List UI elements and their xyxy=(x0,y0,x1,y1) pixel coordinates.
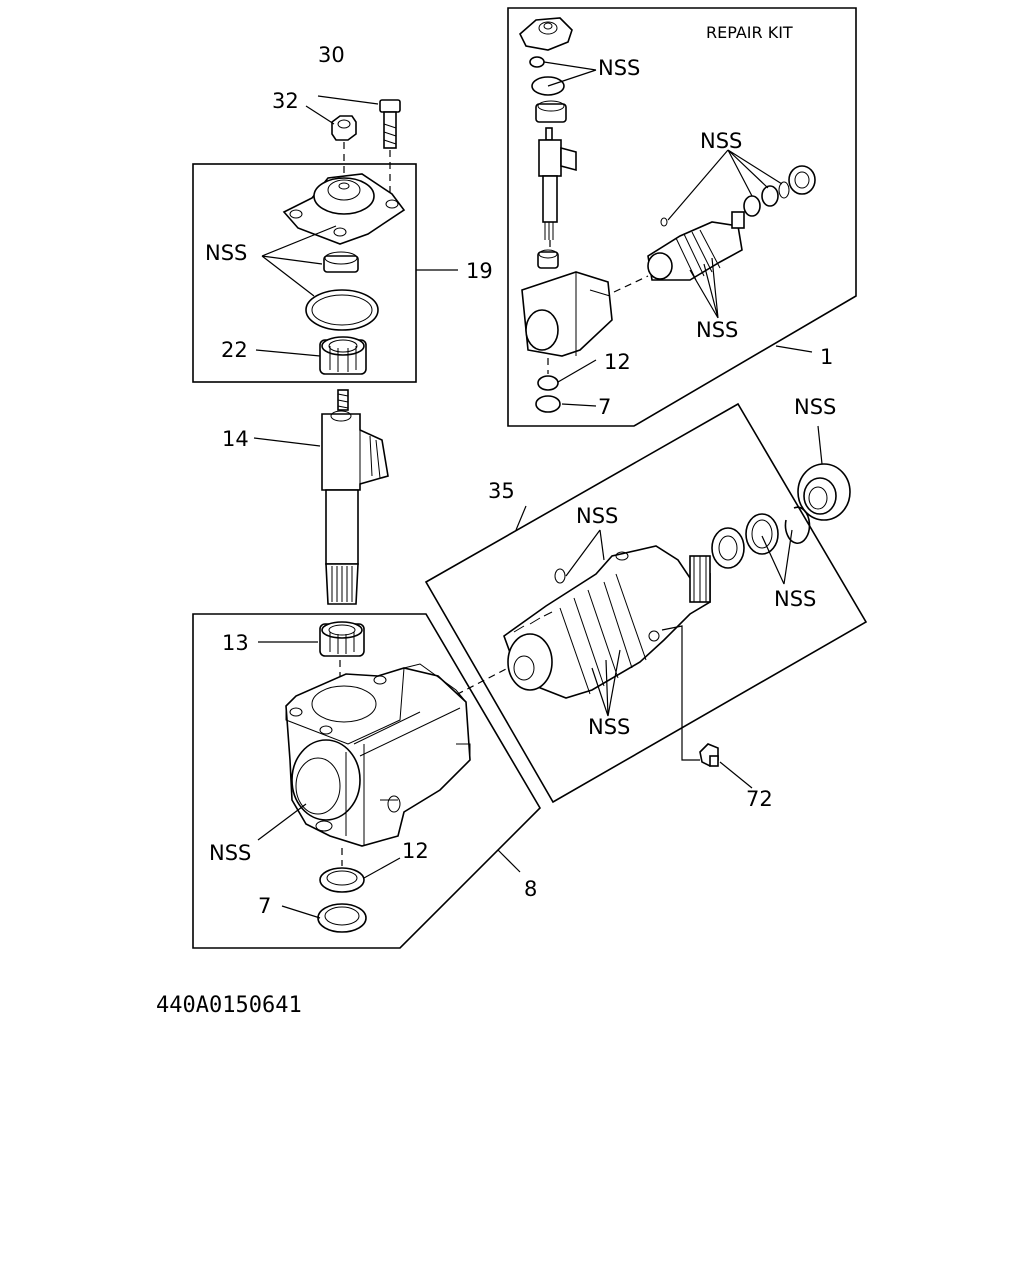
label-nss-valve-upper: NSS xyxy=(576,504,618,528)
label-nss-cover: NSS xyxy=(205,241,247,265)
kit-seal-12-mini xyxy=(537,375,559,391)
kit-cover-mini xyxy=(519,17,573,51)
bearing-22 xyxy=(319,336,367,375)
label-14: 14 xyxy=(222,427,249,451)
o-ring-cover xyxy=(305,289,379,331)
bolt-30 xyxy=(379,99,401,149)
kit-seal-7-mini xyxy=(535,395,561,413)
kit-snap-ring-mini xyxy=(778,181,790,199)
label-12-housing: 12 xyxy=(402,839,429,863)
pin-nss xyxy=(554,568,566,584)
kit-label-nss-middle: NSS xyxy=(700,129,742,153)
label-nss-housing: NSS xyxy=(209,841,251,865)
label-nss-valve-lower: NSS xyxy=(588,715,630,739)
kit-label-7: 7 xyxy=(598,395,611,419)
sector-shaft-14: 14 xyxy=(222,389,389,605)
bearing-13 xyxy=(319,621,365,657)
kit-label-1: 1 xyxy=(820,345,833,369)
drawing-code: 440A0150641 xyxy=(156,993,302,1018)
valve-ring-nss xyxy=(745,513,779,555)
seal-7 xyxy=(317,903,367,933)
label-72: 72 xyxy=(746,787,773,811)
label-22: 22 xyxy=(221,338,248,362)
bolt-72 xyxy=(699,743,719,767)
label-32: 32 xyxy=(272,89,299,113)
kit-bearing-lower-mini xyxy=(537,249,559,269)
valve-seal-nss xyxy=(711,527,745,569)
kit-pin-mini xyxy=(660,217,668,227)
kit-outer-bearing-mini xyxy=(788,165,816,195)
housing-group: 13 NSS 12 7 8 xyxy=(192,613,542,949)
kit-valve-mini xyxy=(647,211,745,281)
kit-housing-mini xyxy=(521,271,613,357)
snap-ring-nss xyxy=(784,506,811,544)
seal-12 xyxy=(319,867,365,893)
label-19: 19 xyxy=(466,259,493,283)
label-nss-bearing: NSS xyxy=(794,395,836,419)
kit-shaft-mini xyxy=(538,127,577,240)
kit-label-12: 12 xyxy=(604,350,631,374)
repair-kit-title: REPAIR KIT xyxy=(706,23,793,42)
kit-label-nss-top: NSS xyxy=(598,56,640,80)
outer-bearing-nss xyxy=(797,463,851,521)
label-nss-rings: NSS xyxy=(774,587,816,611)
nut-32 xyxy=(331,115,357,141)
label-35: 35 xyxy=(488,479,515,503)
gear-housing xyxy=(285,663,471,847)
label-30: 30 xyxy=(318,43,345,67)
kit-bearing-mini xyxy=(535,100,567,123)
valve-body xyxy=(503,545,711,699)
label-8: 8 xyxy=(524,877,537,901)
kit-label-nss-bottom: NSS xyxy=(696,318,738,342)
label-13: 13 xyxy=(222,631,249,655)
cover-plate xyxy=(282,173,406,245)
valve-group: 35 NSS NSS NSS NSS 72 xyxy=(424,395,868,811)
seal-nss-cover xyxy=(323,251,359,273)
kit-seal-mini xyxy=(743,195,761,217)
kit-ring-mini xyxy=(761,185,779,207)
kit-small-seal-mini xyxy=(529,56,545,68)
repair-kit-panel: REPAIR KIT xyxy=(507,7,857,427)
cover-group: 30 32 NSS 19 22 xyxy=(192,43,493,383)
label-7-housing: 7 xyxy=(258,894,271,918)
